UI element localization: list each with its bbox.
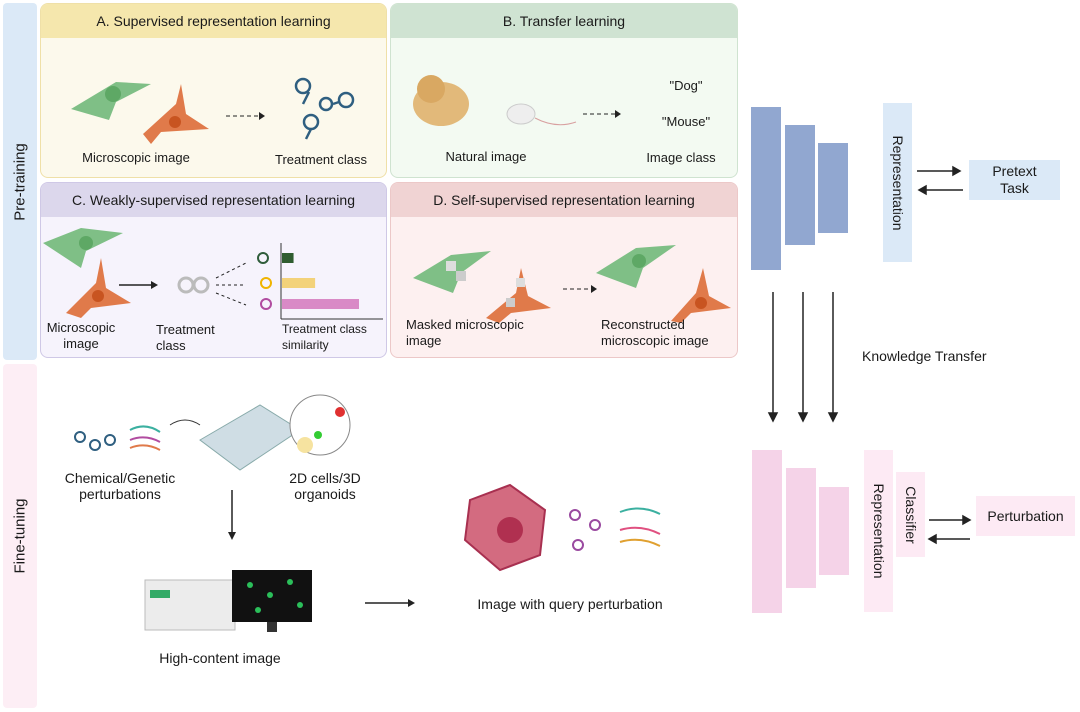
classifier-text: Classifier (902, 485, 919, 544)
classifier-box: Classifier (896, 472, 925, 557)
finetune-illustration (74, 394, 661, 632)
panel-b-output-label: Image class (646, 150, 716, 165)
similarity-bar (282, 299, 359, 309)
knowledge-transfer-label: Knowledge Transfer (862, 348, 987, 364)
panel-c-input-label: Microscopic image (46, 320, 116, 351)
panel-a-title: A. Supervised representation learning (41, 4, 386, 38)
encoder-layer-2 (785, 125, 815, 245)
panel-a-illustration (71, 77, 355, 144)
class-dog: "Dog" (669, 78, 703, 93)
molecule-icon (294, 77, 355, 140)
panel-d-output-label: Reconstructed microscopic image (601, 317, 709, 348)
pretext-task-box: Pretext Task (969, 160, 1060, 200)
panel-b: B. Transfer learning "Dog" "Mouse" Natur… (390, 3, 738, 178)
representation-text: Representation (870, 483, 887, 579)
finetune-representation: Representation (864, 450, 893, 612)
finetune-layer-2 (786, 468, 816, 588)
similarity-bar (282, 278, 316, 288)
representation-text: Representation (889, 135, 906, 230)
finetuning-stage-label: Fine-tuning (3, 364, 37, 708)
panel-a-input-label: Microscopic image (82, 150, 190, 165)
panel-c-illustration (43, 228, 383, 320)
perturbation-text: Perturbation (987, 508, 1064, 524)
perturbations-label: Chemical/Genetic perturbations (64, 470, 176, 502)
mouse-icon (506, 103, 536, 125)
panel-a-output-label: Treatment class (275, 152, 367, 167)
query-label: Image with query perturbation (477, 596, 663, 612)
pretraining-stage-label: Pre-training (3, 3, 37, 360)
panel-d-title: D. Self-supervised representation learni… (391, 183, 737, 217)
panel-c-output-label: Treatment class similarity (282, 322, 367, 352)
panel-b-illustration (413, 75, 621, 126)
panel-c-title: C. Weakly-supervised representation lear… (41, 183, 386, 217)
orange-cell-icon (143, 84, 209, 144)
panel-d-illustration (413, 245, 731, 323)
perturbation-box: Perturbation (976, 496, 1075, 536)
pretext-text: Pretext Task (992, 163, 1037, 196)
cells-label: 2D cells/3D organoids (289, 470, 361, 502)
microscope-icon (144, 579, 236, 631)
finetune-layer-3 (819, 487, 849, 575)
molecule-icon (74, 431, 116, 451)
panel-a: A. Supervised representation learning Mi… (40, 3, 387, 178)
similarity-bar (282, 253, 294, 263)
panel-d: D. Self-supervised representation learni… (390, 182, 738, 358)
panel-b-input-label: Natural image (445, 149, 527, 164)
pretrain-representation: Representation (883, 103, 912, 262)
finetune-layer-1 (752, 450, 782, 613)
encoder-layer-1 (751, 107, 781, 270)
well-plate-icon (199, 404, 301, 471)
panel-c-middle-label: Treatment class (156, 322, 215, 353)
panel-b-title: B. Transfer learning (391, 4, 737, 38)
hci-label: High-content image (159, 650, 281, 666)
class-mouse: "Mouse" (661, 114, 711, 129)
dna-strands-icon (129, 425, 161, 451)
encoder-layer-3 (818, 143, 848, 233)
panel-c: C. Weakly-supervised representation lear… (40, 182, 387, 358)
panel-d-input-label: Masked microscopic image (406, 317, 524, 348)
